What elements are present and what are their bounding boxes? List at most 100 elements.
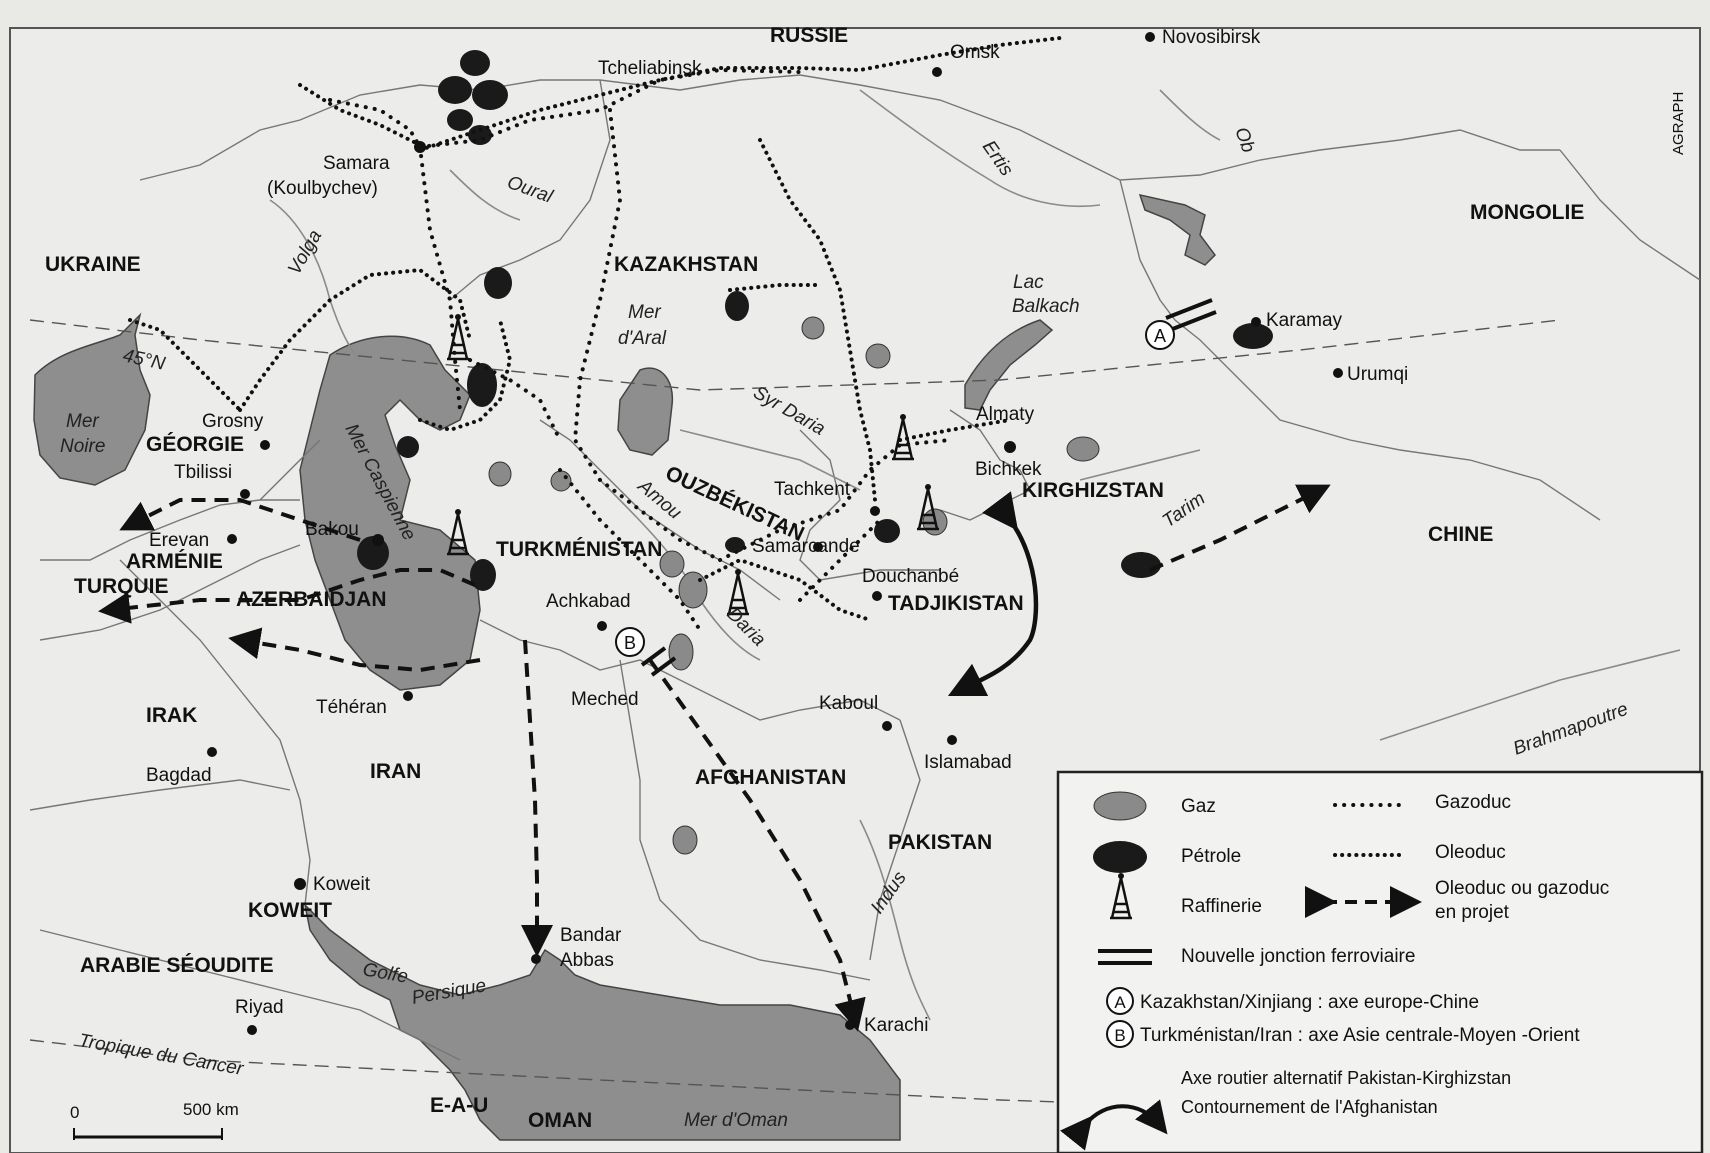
city-label-tbilissi: Tbilissi [174,462,232,483]
projected-pipelines [98,484,1331,1032]
legend-axe-routier-label-2: Contournement de l'Afghanistan [1181,1097,1438,1117]
legend-jonction-label: Nouvelle jonction ferroviaire [1181,946,1415,967]
oil-field [467,363,497,407]
city-dot [1004,441,1016,453]
gas-field [1066,436,1100,462]
city-label-samara: Samara [323,153,390,174]
city-dot [403,691,413,701]
gas-field [488,461,512,487]
scale-distance: 500 km [183,1100,239,1119]
city-label-novosibirsk: Novosibirsk [1162,27,1261,48]
city-dots [207,32,1343,1035]
city-dot [227,534,237,544]
country-label-tadjikistan: TADJIKISTAN [888,592,1024,615]
legend-gazoduc-label: Gazoduc [1435,792,1511,813]
city-dot [870,506,880,516]
road-axis-arrow [947,491,1039,697]
legend-a-circle [1106,987,1134,1015]
mer-noire-shape [33,312,151,486]
country-label-georgie: GÉORGIE [146,433,244,456]
oil-field [725,537,745,553]
gas-field [659,550,685,578]
country-label-chine: CHINE [1428,523,1493,546]
tropique-line [29,1039,1061,1103]
city-label-erevan: Erevan [149,530,209,551]
lake-label-1: Lac [1013,272,1044,293]
country-label-afghanistan: AFGHANISTAN [695,766,846,789]
marker-a-circle [1145,320,1175,350]
legend-axe-routier-label-1: Axe routier alternatif Pakistan-Kirghizs… [1181,1068,1511,1088]
lake-north-shape [1138,193,1216,266]
oil-field [1233,323,1273,349]
city-dot [932,67,942,77]
city-label-karachi: Karachi [864,1015,928,1036]
legend-gas-swatch [1093,791,1147,821]
city-label-grosny: Grosny [202,411,264,432]
sea-label-oman: Mer d'Oman [684,1110,788,1131]
marker-a-label: A [1154,326,1166,346]
city-dot [947,735,957,745]
country-label-russie: RUSSIE [770,24,848,47]
gas-field [550,470,572,492]
legend-axe-a-label: Kazakhstan/Xinjiang : axe europe-Chine [1140,992,1479,1013]
city-dot [597,621,607,631]
city-dot [1145,32,1155,42]
city-dot [414,141,426,153]
gas-field [672,825,698,855]
city-label-tcheliabinsk: Tcheliabinsk [598,58,702,79]
country-label-iran: IRAN [370,760,421,783]
parallel-45n-line [29,319,1561,391]
city-labels: Tcheliabinsk Omsk Novosibirsk Samara (Ko… [146,27,1408,1036]
oil-field [725,291,749,321]
city-label-bakou: Bakou [305,519,359,540]
legend: Gaz Gazoduc Pétrole Oleoduc Raffinerie O… [1056,770,1704,1153]
city-label-koweit: Koweit [313,874,371,895]
legend-b-circle [1106,1020,1134,1048]
sea-label-aral-2: d'Aral [618,328,667,349]
legend-a-letter: A [1114,993,1126,1012]
lac-balkach-shape [964,319,1054,411]
oil-field [484,267,512,299]
city-label-islamabad: Islamabad [924,752,1012,773]
city-label-riyad: Riyad [235,997,284,1018]
country-borders [29,74,1701,1061]
city-label-urumqi: Urumqi [1347,364,1408,385]
gas-field [668,633,694,671]
country-label-pakistan: PAKISTAN [888,831,992,854]
credit-label: AGRAPH [1670,92,1687,155]
gas-field [801,316,825,340]
marker-b-circle [615,627,645,657]
legend-oil-swatch [1093,841,1147,873]
city-dot [260,440,270,450]
rail-junction-b [640,646,677,677]
legend-petrole-label: Pétrole [1181,846,1241,867]
oil-field [874,519,900,543]
country-label-armenie: ARMÉNIE [126,550,223,573]
legend-road-swatch [1060,1099,1168,1151]
country-label-turquie: TURQUIE [74,575,169,598]
city-label-bichkek: Bichkek [975,459,1042,480]
city-label-koulbychev: (Koulbychev) [267,178,378,199]
city-dot [1333,368,1343,378]
legend-projet-label-2: en projet [1435,902,1510,923]
city-dot [207,747,217,757]
legend-axe-b-label: Turkménistan/Iran : axe Asie centrale-Mo… [1140,1025,1580,1046]
city-dot [294,878,306,890]
oil-field [397,436,419,458]
legend-gaz-label: Gaz [1181,796,1216,817]
country-label-irak: IRAK [146,704,197,727]
city-dot [247,1025,257,1035]
country-label-turkmenistan: TURKMÉNISTAN [496,538,662,561]
oil-field [460,50,490,76]
marker-b-label: B [624,633,636,653]
sea-label-noire-1: Mer [66,411,99,432]
country-label-ukraine: UKRAINE [45,253,141,276]
city-label-samarcande: Samarcande [752,536,860,557]
country-label-arabie: ARABIE SÉOUDITE [80,954,274,977]
country-label-kazakhstan: KAZAKHSTAN [614,253,758,276]
city-label-bagdad: Bagdad [146,765,212,786]
city-dot [240,489,250,499]
oil-field [470,559,496,591]
city-label-abbas: Abbas [560,950,614,971]
